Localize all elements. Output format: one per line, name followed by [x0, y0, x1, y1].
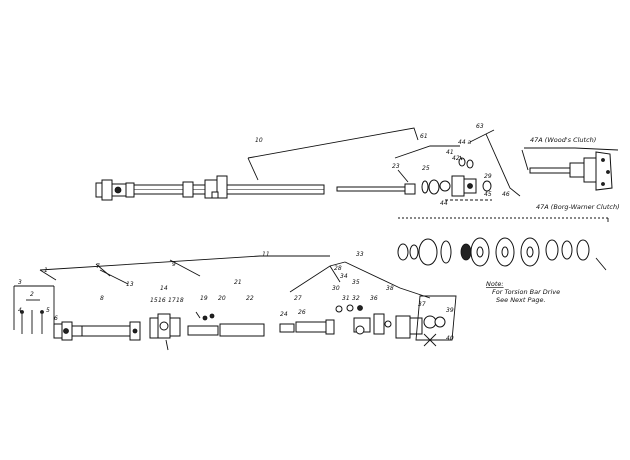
- lower-left-universal-joint: [53, 321, 83, 341]
- callout-61: 61: [420, 133, 428, 140]
- callout-33: 33: [356, 251, 364, 258]
- callout-14: 14: [160, 285, 168, 292]
- callout-2: 2: [30, 291, 34, 298]
- callout-line-63: [469, 129, 495, 143]
- callout-39: 39: [446, 307, 454, 314]
- borg-warner-clutch-label: 47A (Borg-Warner Clutch): [536, 203, 620, 211]
- callout-40: 40: [446, 335, 454, 342]
- callout-22: 22: [246, 295, 254, 302]
- callout-3: 3: [18, 279, 22, 286]
- callout-line-12: [99, 269, 129, 285]
- lower-drive-shaft-assembly: [13, 255, 457, 351]
- upper-drive-shaft-assembly: [95, 127, 521, 201]
- callout-7: 7: [96, 263, 100, 270]
- callout-45: 45: [484, 191, 492, 198]
- callout-13: 13: [126, 281, 134, 288]
- callout-30: 30: [332, 285, 340, 292]
- note-line-1: For Torsion Bar Drive: [492, 288, 560, 296]
- callout-1: 1: [44, 267, 48, 274]
- upper-shaft-tube: [133, 175, 325, 199]
- callout-44: 44: [440, 200, 448, 207]
- callout-38: 38: [386, 285, 394, 292]
- callout-8: 8: [100, 295, 104, 302]
- callout-36: 36: [370, 295, 378, 302]
- callout-6: 6: [54, 315, 58, 322]
- lower-rear-shaft: [279, 319, 335, 335]
- rear-universal-joint-parts: [335, 295, 457, 347]
- callout-32: 32: [352, 295, 360, 302]
- upper-right-joint-parts: [421, 157, 492, 201]
- callout-17: 17: [168, 297, 176, 304]
- callout-20: 20: [218, 295, 226, 302]
- callout-37: 37: [418, 301, 426, 308]
- callout-44a: 44 a: [458, 139, 472, 146]
- lower-left-small-parts: [13, 285, 55, 334]
- callout-19: 19: [200, 295, 208, 302]
- lower-front-tube: [81, 321, 141, 341]
- callout-15: 15: [150, 297, 158, 304]
- upper-left-universal-joint: [95, 179, 135, 201]
- center-bearing-parts: [149, 313, 181, 351]
- callout-28: 28: [334, 265, 342, 272]
- callout-4: 4: [18, 307, 22, 314]
- callout-21: 21: [234, 279, 242, 286]
- callout-16: 16: [158, 297, 166, 304]
- callout-11: 11: [262, 251, 270, 258]
- borg-warner-clutch-parts: [397, 217, 609, 271]
- callout-34: 34: [340, 273, 348, 280]
- callout-26: 26: [298, 309, 306, 316]
- callout-24: 24: [280, 311, 288, 318]
- callout-line-61: [394, 145, 460, 159]
- callout-42: 42: [452, 155, 460, 162]
- callout-23: 23: [392, 163, 400, 170]
- woods-clutch-assembly: [521, 147, 619, 191]
- callout-line-11: [39, 255, 330, 271]
- callout-18: 18: [176, 297, 184, 304]
- note-heading: Note:: [486, 280, 504, 288]
- callout-27: 27: [294, 295, 302, 302]
- callout-29: 29: [484, 173, 492, 180]
- upper-splined-shaft: [336, 183, 416, 195]
- callout-line-10: [247, 127, 419, 159]
- callout-35: 35: [352, 279, 360, 286]
- callout-41: 41: [446, 149, 454, 156]
- callout-46: 46: [502, 191, 510, 198]
- callout-25: 25: [422, 165, 430, 172]
- callout-5: 5: [46, 307, 50, 314]
- lower-spline-shaft: [187, 311, 265, 337]
- woods-clutch-label: 47A (Wood's Clutch): [530, 136, 596, 144]
- callout-9: 9: [172, 261, 176, 268]
- callout-10: 10: [255, 137, 263, 144]
- callout-63: 63: [476, 123, 484, 130]
- note-line-2: See Next Page.: [496, 296, 546, 304]
- callout-31: 31: [342, 295, 350, 302]
